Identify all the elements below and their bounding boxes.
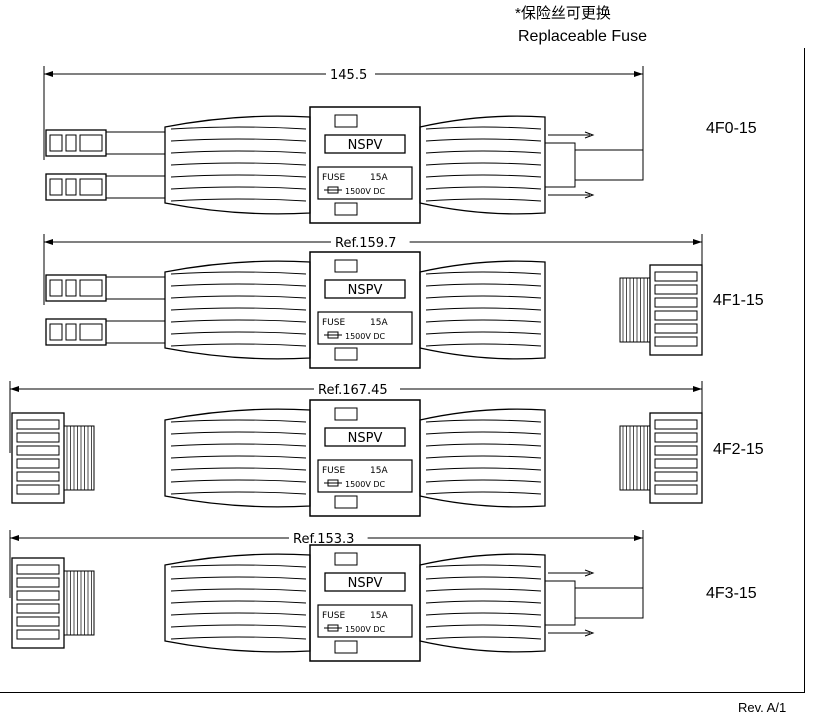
revision-label: Rev. A/1 <box>738 700 787 715</box>
brand-label: NSPV <box>348 283 383 298</box>
right-ribbed-body <box>419 260 546 360</box>
fuse-housing: NSPV FUSE 15A 1500V DC <box>309 251 421 369</box>
model-label-4f3-15: 4F3-15 <box>706 585 757 602</box>
fuse-housing: NSPV FUSE 15A 1500V DC <box>309 544 421 662</box>
female-nut-end <box>11 557 95 649</box>
fuse-label: FUSE <box>322 173 345 183</box>
connector-variant: NSPV FUSE 15A 1500V DC <box>45 251 703 369</box>
fuse-current: 15A <box>370 318 388 328</box>
dimension-text: Ref.159.7 <box>335 236 396 251</box>
dimension-line: Ref.153.3 <box>9 530 644 598</box>
fuse-voltage: 1500V DC <box>345 480 386 489</box>
model-label-4f0-15: 4F0-15 <box>706 120 757 137</box>
fuse-label: FUSE <box>322 611 345 621</box>
dimension-line: 145.5 <box>43 66 644 160</box>
female-nut-end <box>619 412 703 504</box>
connector-variant: NSPV FUSE 15A 1500V DC <box>11 544 644 662</box>
fuse-current: 15A <box>370 466 388 476</box>
dimension-line: Ref.167.45 <box>9 381 703 453</box>
fuse-housing: NSPV FUSE 15A 1500V DC <box>309 399 421 517</box>
female-nut-end <box>11 412 95 504</box>
dimension-text: 145.5 <box>330 68 367 83</box>
fuse-current: 15A <box>370 173 388 183</box>
left-ribbed-body <box>164 553 311 653</box>
dimension-text: Ref.167.45 <box>318 383 388 398</box>
cable-end <box>544 131 644 199</box>
left-ribbed-body <box>164 115 311 215</box>
brand-label: NSPV <box>348 138 383 153</box>
male-plug-end <box>45 274 165 346</box>
right-ribbed-body <box>419 115 546 215</box>
brand-label: NSPV <box>348 431 383 446</box>
fuse-voltage: 1500V DC <box>345 625 386 634</box>
frame-border-right <box>804 48 805 693</box>
frame-border-bottom <box>0 692 805 693</box>
replaceable-fuse-note-cn: *保险丝可更换 <box>515 5 611 22</box>
model-label-4f2-15: 4F2-15 <box>713 441 764 458</box>
right-ribbed-body <box>419 553 546 653</box>
model-label-4f1-15: 4F1-15 <box>713 292 764 309</box>
left-ribbed-body <box>164 260 311 360</box>
fuse-voltage: 1500V DC <box>345 187 386 196</box>
cable-end <box>544 569 644 637</box>
right-ribbed-body <box>419 408 546 508</box>
connector-variant: NSPV FUSE 15A 1500V DC <box>11 399 703 517</box>
fuse-housing: NSPV FUSE 15A 1500V DC <box>309 106 421 224</box>
fuse-label: FUSE <box>322 466 345 476</box>
fuse-label: FUSE <box>322 318 345 328</box>
connector-variant: NSPV FUSE 15A 1500V DC <box>45 106 644 224</box>
female-nut-end <box>619 264 703 356</box>
dimension-line: Ref.159.7 <box>43 234 703 305</box>
male-plug-end <box>45 129 165 201</box>
dimension-text: Ref.153.3 <box>293 532 354 547</box>
fuse-voltage: 1500V DC <box>345 332 386 341</box>
left-ribbed-body <box>164 408 311 508</box>
replaceable-fuse-note-en: Replaceable Fuse <box>518 28 647 45</box>
fuse-current: 15A <box>370 611 388 621</box>
brand-label: NSPV <box>348 576 383 591</box>
